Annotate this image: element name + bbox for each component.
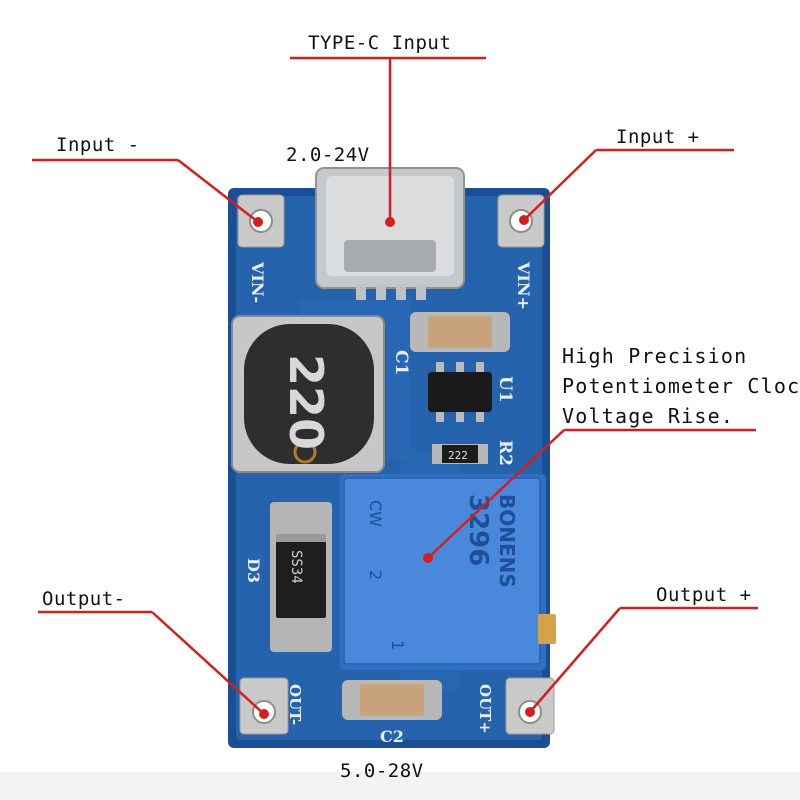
usb-c-pin — [376, 284, 386, 300]
input-minus-pointer — [177, 159, 259, 223]
capacitor-c2 — [360, 684, 424, 716]
silk-r2: R2 — [495, 440, 515, 466]
input-plus-label: Input + — [616, 126, 700, 148]
chip-pin — [436, 362, 444, 372]
capacitor-c1 — [428, 316, 492, 348]
input-plus-pointer-dot — [519, 215, 529, 225]
output-plus-pointer — [529, 607, 621, 713]
silk-c1: C1 — [391, 350, 411, 375]
silk-out-plus: OUT+ — [476, 684, 494, 734]
inductor — [244, 324, 374, 464]
usb-c-pin — [356, 284, 366, 300]
pot-brand: BONENS — [495, 494, 519, 588]
chip-pin — [476, 412, 484, 422]
input-minus-pointer-dot — [253, 217, 263, 227]
usb-c-pin — [396, 284, 406, 300]
input-plus-pointer — [523, 149, 597, 221]
pot-model: 3296 — [463, 494, 493, 566]
silk-u1: U1 — [495, 376, 515, 403]
potentiometer — [343, 477, 541, 665]
chip-pin — [476, 362, 484, 372]
type-c-input-label: TYPE-C Input — [308, 32, 452, 54]
silk-vin-minus: VIN- — [248, 261, 267, 303]
potentiometer-pointer — [427, 429, 565, 559]
output-minus-pointer-dot — [259, 709, 269, 719]
pot-marking-2: 2 — [366, 570, 385, 580]
inductor-wire — [293, 440, 317, 464]
silk-c2: C2 — [380, 727, 404, 746]
diode-d3 — [276, 534, 326, 618]
output-plus-pointer-dot — [525, 707, 535, 717]
chip-pin — [436, 412, 444, 422]
pot-marking-1: 1 — [388, 640, 407, 650]
chip-pin — [456, 412, 464, 422]
output-minus-label: Output- — [42, 588, 126, 610]
diode-band — [276, 534, 326, 542]
type-c-pointer-dot — [385, 217, 395, 227]
silk-vin-plus: VIN+ — [514, 261, 533, 310]
potentiometer-pointer-dot — [423, 553, 433, 563]
chip-u1 — [428, 372, 492, 412]
pot-marking-cw: CW — [366, 500, 385, 527]
potentiometer-label-line2: Potentiometer Clockwi — [562, 374, 800, 398]
resistor-r2 — [442, 445, 478, 463]
potentiometer-screw — [538, 614, 556, 644]
output-minus-pointer — [151, 611, 265, 715]
output-plus-label: Output + — [656, 584, 752, 606]
input-minus-label: Input - — [56, 134, 140, 156]
usb-c-port — [344, 240, 436, 272]
potentiometer-label-line3: Voltage Rise. — [562, 404, 735, 428]
usb-c-pin — [416, 284, 426, 300]
silk-out-minus: OUT- — [286, 684, 304, 725]
input-voltage-range-label: 2.0-24V — [286, 144, 370, 166]
potentiometer-label-line1: High Precision — [562, 344, 748, 368]
diode-code: SS34 — [288, 550, 304, 584]
inductor-code: 220 — [279, 354, 333, 450]
silk-d3: D3 — [244, 558, 263, 583]
resistor-code: 222 — [448, 449, 468, 462]
chip-pin — [456, 362, 464, 372]
bottom-strip — [0, 772, 800, 800]
output-voltage-range-label: 5.0-28V — [340, 760, 424, 782]
